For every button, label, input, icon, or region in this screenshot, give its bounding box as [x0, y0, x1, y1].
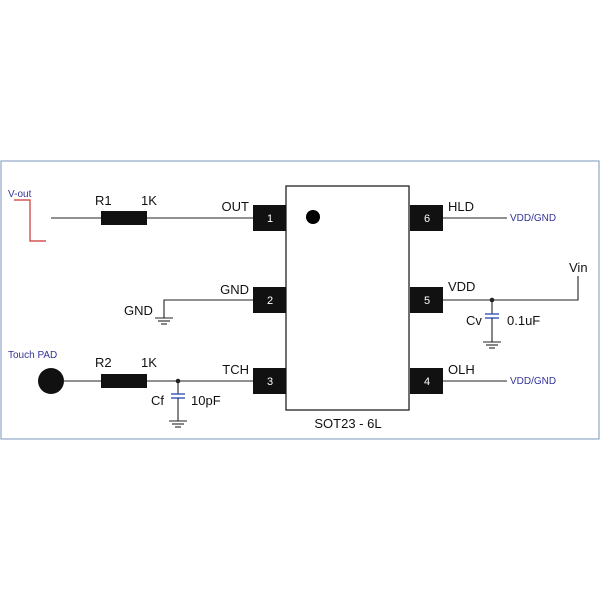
ground-symbol [155, 317, 173, 325]
pin-name-vdd: VDD [448, 279, 475, 294]
pin-pad [410, 368, 443, 394]
capacitor-cf [171, 393, 185, 399]
pin-pad [410, 205, 443, 231]
r2-name: R2 [95, 355, 112, 370]
pin-number: 6 [424, 213, 430, 225]
pin-number: 5 [424, 295, 430, 307]
pin-name-olh: OLH [448, 362, 475, 377]
pin-6: 6 [410, 205, 443, 231]
diagram-frame [0, 160, 600, 440]
vin-label: Vin [569, 260, 588, 275]
touch-pad-label: Touch PAD [8, 350, 57, 361]
ic-package-label: SOT23 - 6L [314, 416, 381, 431]
vout-label: V-out [8, 189, 32, 200]
ground-symbol [483, 341, 501, 349]
pin1-indicator-dot [306, 210, 320, 224]
pin-4: 4 [410, 368, 443, 394]
pin-pad [410, 287, 443, 313]
pin-number: 4 [424, 376, 430, 388]
pin-3: 3 [253, 368, 286, 394]
pin-pad [253, 368, 286, 394]
ground-symbol [169, 420, 187, 428]
pin-name-tch: TCH [222, 362, 249, 377]
vdd-wire [443, 276, 579, 301]
pin-1: 1 [253, 205, 286, 231]
pin-number: 1 [267, 213, 273, 225]
vout-step-waveform [14, 199, 46, 242]
r1-value: 1K [141, 193, 157, 208]
cf-name: Cf [151, 393, 164, 408]
resistor-r1 [101, 211, 147, 225]
pin-name-gnd: GND [220, 282, 249, 297]
ic-body [285, 185, 410, 411]
r2-value: 1K [141, 355, 157, 370]
r1-name: R1 [95, 193, 112, 208]
pin-pad [253, 205, 286, 231]
cv-name: Cv [466, 313, 482, 328]
pin-2: 2 [253, 287, 286, 313]
resistor-r2 [101, 374, 147, 388]
olh-net-label: VDD/GND [510, 376, 556, 387]
pin-number: 3 [267, 376, 273, 388]
cf-value: 10pF [191, 393, 221, 408]
pin-number: 2 [267, 295, 273, 307]
hld-net-label: VDD/GND [510, 213, 556, 224]
gnd-label: GND [124, 303, 153, 318]
pin-pad [253, 287, 286, 313]
cv-value: 0.1uF [507, 313, 540, 328]
pin-5: 5 [410, 287, 443, 313]
capacitor-cv [485, 313, 499, 319]
pin-name-hld: HLD [448, 199, 474, 214]
touch-pad [38, 368, 64, 394]
gnd-wire [163, 299, 253, 318]
pin-name-out: OUT [222, 199, 250, 214]
